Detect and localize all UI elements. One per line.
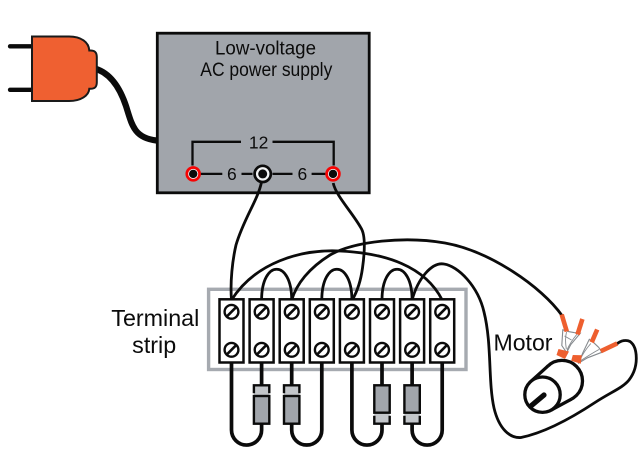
svg-text:12: 12 bbox=[249, 133, 268, 153]
svg-text:Low-voltage: Low-voltage bbox=[215, 39, 316, 60]
svg-text:6: 6 bbox=[227, 164, 237, 184]
svg-text:6: 6 bbox=[298, 164, 308, 184]
svg-text:strip: strip bbox=[132, 332, 176, 358]
svg-text:Motor: Motor bbox=[494, 330, 553, 356]
svg-text:Terminal: Terminal bbox=[111, 305, 199, 331]
svg-text:AC power supply: AC power supply bbox=[200, 60, 332, 81]
